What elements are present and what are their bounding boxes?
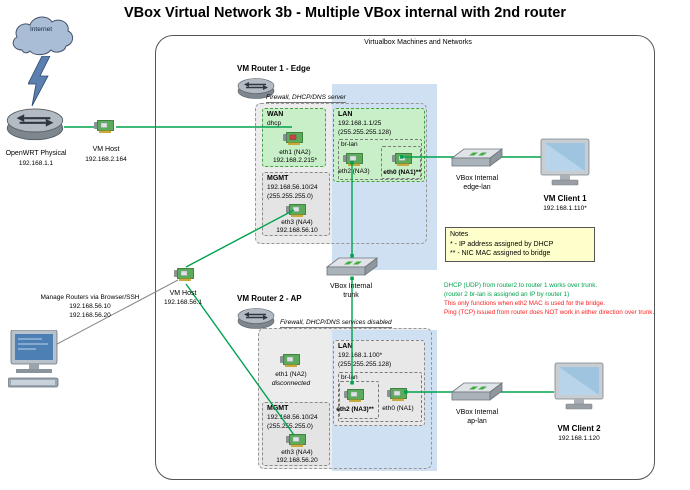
router2-subtitle: Firewall, DHCP/DNS services disabled <box>280 319 392 328</box>
router2-brlan-bridge: br-lan eth2 (NA3)** <box>336 372 422 422</box>
edge-lan-switch-icon <box>450 146 504 170</box>
vm-host-mgmt-nic-icon <box>174 266 196 283</box>
router1-brlan-bridge: br-lan eth2 (NA3) <box>338 139 422 180</box>
router1-eth1-label: eth1 (NA2) <box>279 149 311 156</box>
router1-brlan-label: br-lan <box>341 141 358 148</box>
router1-mgmt-label: MGMT <box>267 175 289 182</box>
container-label: Virtualbox Machines and Networks <box>364 39 472 46</box>
notes-title: Notes <box>450 231 469 238</box>
router1-mgmt-zone: MGMT 192.168.56.10/24 (255.255.255.0) et… <box>262 172 330 236</box>
annotation-red-1: This only functions when eth2 MAC is use… <box>444 300 606 307</box>
notes-line2: ** - NIC MAC assigned to bridge <box>450 250 551 257</box>
router1-subtitle: Firewall, DHCP/DNS server <box>266 94 346 103</box>
openwrt-router-icon <box>4 102 66 142</box>
router2-eth1-nic-icon <box>280 352 302 369</box>
router2-mgmt-mask: (255.255.255.0) <box>267 423 313 430</box>
router2-eth2-nic-icon <box>344 387 366 409</box>
router1-icon <box>237 74 275 100</box>
ap-lan-switch-icon <box>450 380 504 404</box>
page-title: VBox Virtual Network 3b - Multiple VBox … <box>123 5 567 21</box>
router2-lan-label: LAN <box>338 343 353 350</box>
router2-eth1-status: disconnected <box>271 380 311 387</box>
router1-lan-zone: LAN 192.168.1.1/25 (255.255.255.128) br-… <box>333 108 425 182</box>
lightning-bolt-icon <box>27 55 54 108</box>
trunk-switch-name: VBox Internal <box>329 283 373 290</box>
notes-box: Notes * - IP address assigned by DHCP **… <box>445 227 595 262</box>
router2-eth3-ip: 192.168.56.20 <box>276 457 318 464</box>
vm-client2-icon <box>550 362 608 412</box>
router2-eth3-label: eth3 (NA4) <box>281 449 313 456</box>
trunk-switch-icon <box>325 255 379 279</box>
openwrt-name: OpenWRT Physical <box>5 150 67 157</box>
router2-eth0-nic-icon <box>387 386 409 408</box>
annotation-block: DHCP (UDP) from router2 to router 1 work… <box>444 281 654 317</box>
router2-eth1-label: eth1 (NA2) <box>275 371 307 378</box>
router1-lan-label: LAN <box>338 111 353 118</box>
router2-mgmt-label: MGMT <box>267 405 289 412</box>
vm-client1-name: VM Client 1 <box>543 194 587 203</box>
router2-mgmt-zone: MGMT 192.168.56.10/24 (255.255.255.0) et… <box>262 402 330 466</box>
router1-eth3-label: eth3 (NA4) <box>281 219 313 226</box>
vm-client2-name: VM Client 2 <box>557 424 601 433</box>
router2-eth2-label: eth2 (NA3)** <box>336 406 374 413</box>
notes-line1: * - IP address assigned by DHCP <box>450 240 554 248</box>
router1-eth0-slot: eth0 (NA1)** <box>381 146 421 179</box>
vm-client2-ip: 192.168.1.120 <box>558 435 600 442</box>
vm-host-wan-ip: 192.168.2.164 <box>85 156 127 163</box>
router1-eth3-ip: 192.168.56.10 <box>276 227 318 234</box>
vm-host-mgmt-name: VM Host <box>169 290 197 297</box>
vm-host-wan-name: VM Host <box>92 146 120 153</box>
annotation-green-2: (router 2 br-lan is assigned an IP by ro… <box>444 291 570 298</box>
router2-eth2-slot: eth2 (NA3)** <box>336 381 379 419</box>
annotation-red-2: Ping (TCP) issued from router does NOT w… <box>444 309 655 316</box>
router1-title: VM Router 1 - Edge <box>237 64 311 73</box>
manage-ip2: 192.168.56.20 <box>69 312 111 319</box>
router1-eth2-label: eth2 (NA3) <box>338 168 370 175</box>
manage-pc-icon <box>7 329 62 390</box>
router1-mgmt-mask: (255.255.255.0) <box>267 193 313 200</box>
router1-mgmt-subnet: 192.168.56.10/24 <box>267 184 318 191</box>
vm-host-mgmt-ip: 192.168.56.1 <box>164 299 202 306</box>
edge-lan-switch-net: edge-lan <box>463 184 491 191</box>
router2-icon <box>237 304 275 330</box>
router1-wan-zone: WAN dhcp eth1 (NA2) 192.168.2.215* <box>262 108 326 167</box>
router2-title: VM Router 2 - AP <box>237 294 302 303</box>
router1-wan-mode: dhcp <box>267 120 282 127</box>
ap-lan-switch-name: VBox Internal <box>455 409 499 416</box>
router1-eth0-label: eth0 (NA1)** <box>383 169 421 176</box>
router2-eth3-nic-icon <box>286 432 308 454</box>
ap-lan-switch-net: ap-lan <box>467 418 487 425</box>
router2-eth0-label: eth0 (NA1) <box>382 405 414 412</box>
vm-host-wan-nic-icon <box>94 118 116 135</box>
manage-ip1: 192.168.56.10 <box>69 303 111 310</box>
vm-client1-ip: 192.168.1.110* <box>543 205 587 212</box>
router1-lan-ip: 192.168.1.1/25 <box>338 120 382 127</box>
router2-lan-ip: 192.168.1.100* <box>338 352 383 359</box>
openwrt-ip: 192.168.1.1 <box>18 160 54 167</box>
router1-eth2-nic-icon <box>343 151 365 173</box>
internet-label: Internet <box>29 26 53 33</box>
router2-brlan-label: br-lan <box>341 374 358 381</box>
annotation-green-1: DHCP (UDP) from router2 to router 1 work… <box>444 282 598 289</box>
router2-lan-zone: LAN 192.168.1.100* (255.255.255.128) br-… <box>333 340 425 426</box>
edge-lan-switch-name: VBox Internal <box>455 175 499 182</box>
vm-client1-icon <box>536 138 594 188</box>
router1-eth1-nic-icon <box>283 130 305 152</box>
manage-line1: Manage Routers via Browser/SSH <box>40 294 140 301</box>
router1-eth1-ip: 192.168.2.215* <box>272 157 318 164</box>
internet-cloud-icon <box>8 12 74 58</box>
router1-lan-mask: (255.255.255.128) <box>338 129 392 136</box>
router2-mgmt-subnet: 192.168.56.10/24 <box>267 414 318 421</box>
router1-wan-label: WAN <box>267 111 284 118</box>
trunk-switch-net: trunk <box>343 292 359 299</box>
router2-lan-mask: (255.255.255.128) <box>338 361 392 368</box>
